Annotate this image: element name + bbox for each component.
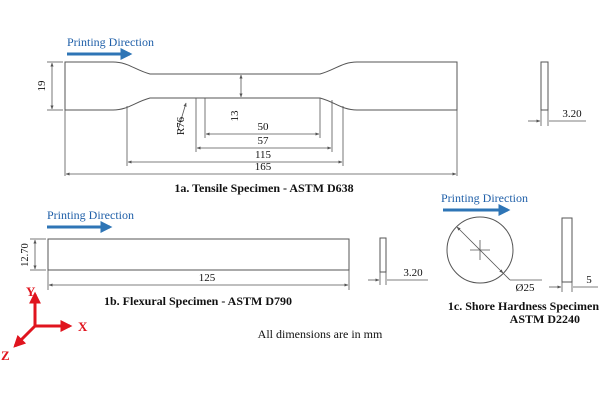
dim-115-text: 115	[255, 149, 272, 161]
flexural-specimen: Printing Direction 12.70 125 1b. Flexura…	[20, 208, 428, 308]
flexural-height-text: 12.70	[20, 243, 31, 267]
z-axis-label: Z	[1, 348, 10, 363]
flexural-side-dim-text: 3.20	[403, 267, 423, 279]
hardness-specimen: Printing Direction Ø25 5 1c. Shore Hardn…	[441, 191, 599, 326]
flexural-side-view	[379, 237, 387, 273]
hardness-side-view	[561, 217, 573, 283]
hardness-caption-line1: 1c. Shore Hardness Specimen	[448, 299, 599, 313]
x-axis-label: X	[78, 319, 88, 334]
dim-57-text: 57	[258, 135, 270, 147]
tensile-caption: 1a. Tensile Specimen - ASTM D638	[174, 181, 353, 195]
hardness-diameter-text: Ø25	[516, 282, 535, 294]
tensile-side-view	[540, 61, 549, 111]
tensile-print-direction-label: Printing Direction	[67, 35, 154, 49]
hardness-disc	[446, 216, 514, 284]
flexural-caption: 1b. Flexural Specimen - ASTM D790	[104, 294, 292, 308]
hardness-side-dim-text: 5	[586, 274, 592, 286]
tensile-specimen: Printing Direction 19 13 R76 50 57 115	[36, 35, 586, 195]
y-axis-label: Y	[26, 284, 36, 299]
flexural-length-text: 125	[199, 272, 216, 284]
dim-50-text: 50	[258, 121, 270, 133]
hardness-print-direction-label: Printing Direction	[441, 191, 528, 205]
dim-diameter-line	[456, 226, 504, 274]
dim-r76-text: R76	[175, 116, 187, 135]
z-axis-arrow	[13, 324, 37, 348]
dim-r76-leader	[177, 102, 187, 131]
coordinate-axes: Y X Z	[1, 284, 88, 363]
tensile-side-dim-text: 3.20	[562, 108, 582, 120]
tensile-outline	[64, 61, 458, 111]
dim-diameter-leader	[502, 272, 511, 281]
dim-19-text: 19	[36, 80, 48, 92]
units-note: All dimensions are in mm	[258, 327, 383, 341]
dim-13-text: 13	[229, 110, 241, 122]
flexural-print-direction-label: Printing Direction	[47, 208, 134, 222]
hardness-caption-line2: ASTM D2240	[510, 312, 580, 326]
dim-165-text: 165	[255, 161, 272, 173]
flexural-bar	[47, 238, 350, 271]
